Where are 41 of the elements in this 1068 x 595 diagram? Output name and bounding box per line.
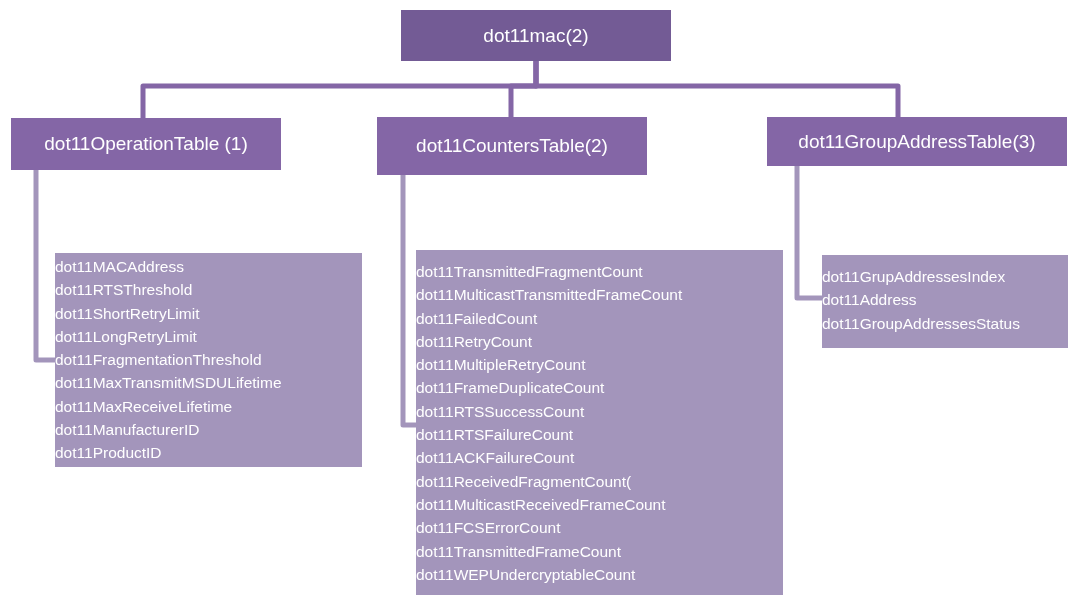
connector-line <box>533 61 901 117</box>
table-box <box>767 117 1067 166</box>
attribute-name: dot11GrupAddressesIndex <box>822 267 1007 287</box>
attribute-name: dot11TransmittedFrameCount <box>416 541 623 562</box>
attribute-name: dot11MulticastReceivedFrameCount <box>416 494 667 515</box>
attribute-name: dot11MaxReceiveLifetime <box>55 396 234 417</box>
attribute-name: dot11ShortRetryLimit <box>55 303 201 324</box>
connector-line <box>400 175 416 428</box>
attribute-name: dot11RTSSuccessCount <box>416 401 586 422</box>
attribute-name: dot11ReceivedFragmentCount( <box>416 471 633 492</box>
attribute-name: dot11FrameDuplicateCount <box>416 378 606 399</box>
table-box <box>401 10 671 61</box>
attribute-name: dot11MultipleRetryCount <box>416 355 587 376</box>
attribute-list-box <box>416 250 783 595</box>
table-box <box>377 117 647 175</box>
table-name: dot11GroupAddressTable(3) <box>798 130 1036 153</box>
table-box <box>11 118 281 170</box>
attribute-name: dot11ManufacturerID <box>55 420 201 441</box>
attribute-name: dot11RetryCount <box>416 331 534 352</box>
attribute-name: dot11Address <box>822 290 918 311</box>
attribute-name: dot11WEPUndercryptableCount <box>416 564 637 585</box>
attribute-name: dot11LongRetryLimit <box>55 326 198 347</box>
table-name: dot11OperationTable (1) <box>44 133 248 155</box>
attribute-name: dot11TransmittedFragmentCount <box>416 262 644 282</box>
attribute-name: dot11FailedCount <box>416 308 539 329</box>
attribute-name: dot11FCSErrorCount <box>416 518 562 539</box>
attribute-name: dot11MaxTransmitMSDULifetime <box>55 373 283 394</box>
connector-line <box>33 170 55 363</box>
attribute-name: dot11ACKFailureCount <box>416 448 576 469</box>
table-name: dot11CountersTable(2) <box>416 135 608 157</box>
table-name: dot11mac(2) <box>483 24 589 47</box>
attribute-name: dot11FragmentationThreshold <box>55 350 263 371</box>
attribute-list-box <box>55 253 362 467</box>
connector-line <box>794 166 822 301</box>
attribute-name: dot11MulticastTransmittedFrameCount <box>416 285 684 306</box>
attribute-list-box <box>822 255 1068 348</box>
attribute-name: dot11ProductID <box>55 443 163 464</box>
attribute-name: dot11GroupAddressesStatus <box>822 313 1021 334</box>
attribute-name: dot11MACAddress <box>55 257 185 277</box>
attribute-name: dot11RTSThreshold <box>55 280 194 301</box>
attribute-name: dot11RTSFailureCount <box>416 425 575 446</box>
